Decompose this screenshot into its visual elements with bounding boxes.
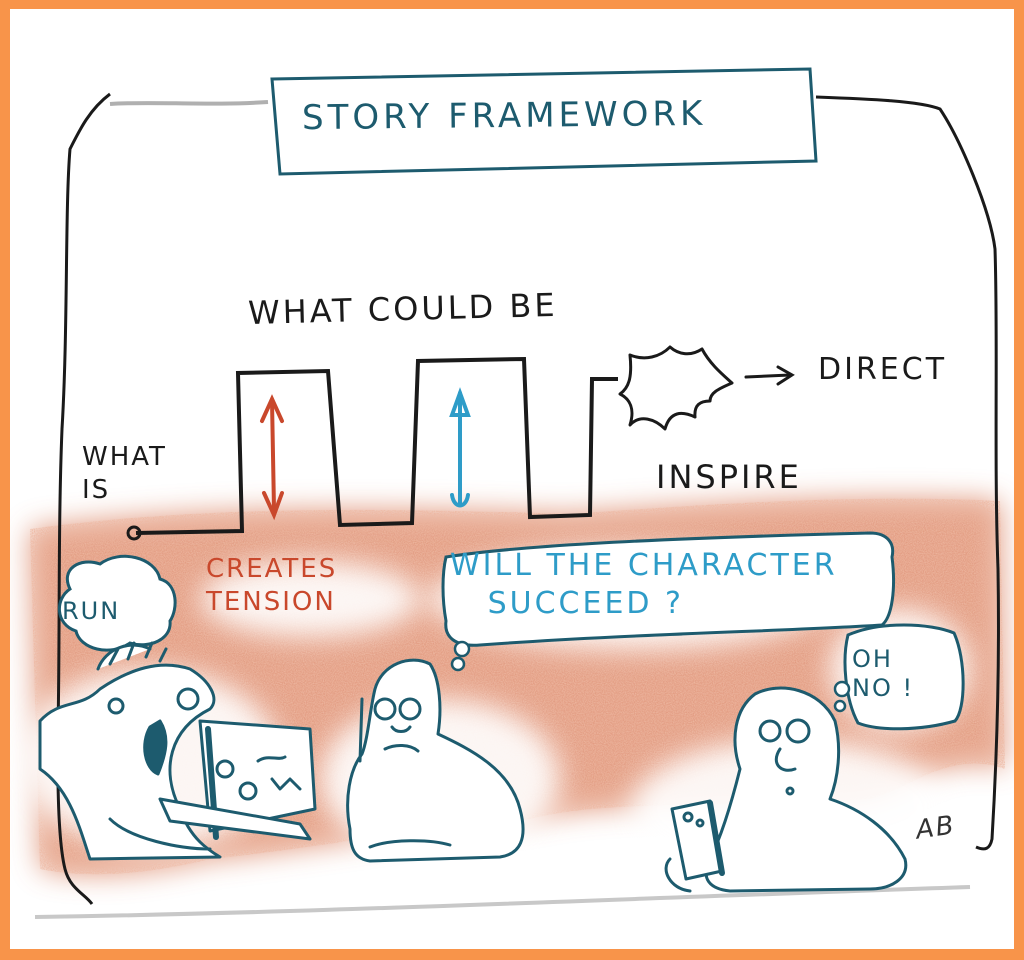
oh-no-thought-bubble: [843, 623, 965, 731]
character-laptop-viewer: [38, 641, 317, 861]
artist-signature: AB: [914, 810, 958, 846]
starburst-icon: [618, 345, 734, 431]
run-bubble-text: RUN: [62, 597, 121, 625]
blue-double-arrow-icon: [449, 387, 471, 508]
frame-top-line: [109, 100, 269, 106]
thought-dot: [833, 699, 847, 713]
frame-top-right-line: [815, 95, 1000, 851]
arrow-right-icon: [744, 365, 795, 386]
inspire-label: INSPIRE: [656, 458, 802, 496]
run-thought-bubble: [57, 554, 177, 652]
sketch-canvas: STORY FRAMEWORK WHAT COULD BE WHAT IS DI…: [10, 9, 1014, 949]
title-box: [270, 67, 818, 176]
illustration: [20, 67, 1005, 919]
frame-bottom-line: [34, 885, 971, 919]
frame-left-line: [56, 92, 111, 905]
oh-no-bubble-text: OH NO !: [852, 645, 915, 702]
red-double-arrow-icon: [260, 394, 284, 521]
tension-label: CREATES TENSION: [206, 554, 338, 617]
question-bubble-text: WILL THE CHARACTER SUCCEED ?: [450, 548, 838, 621]
character-woman-with-phone: [664, 686, 908, 893]
start-dot: [126, 525, 142, 541]
direct-label: DIRECT: [818, 352, 948, 387]
thought-dot: [450, 656, 466, 672]
character-worried-man: [346, 658, 525, 863]
thought-dot: [453, 640, 471, 658]
story-step-line: [135, 356, 618, 535]
title-text: STORY FRAMEWORK: [301, 93, 707, 139]
peak-label: WHAT COULD BE: [247, 285, 559, 333]
start-label: WHAT IS: [82, 442, 167, 505]
thought-dot: [833, 680, 851, 698]
